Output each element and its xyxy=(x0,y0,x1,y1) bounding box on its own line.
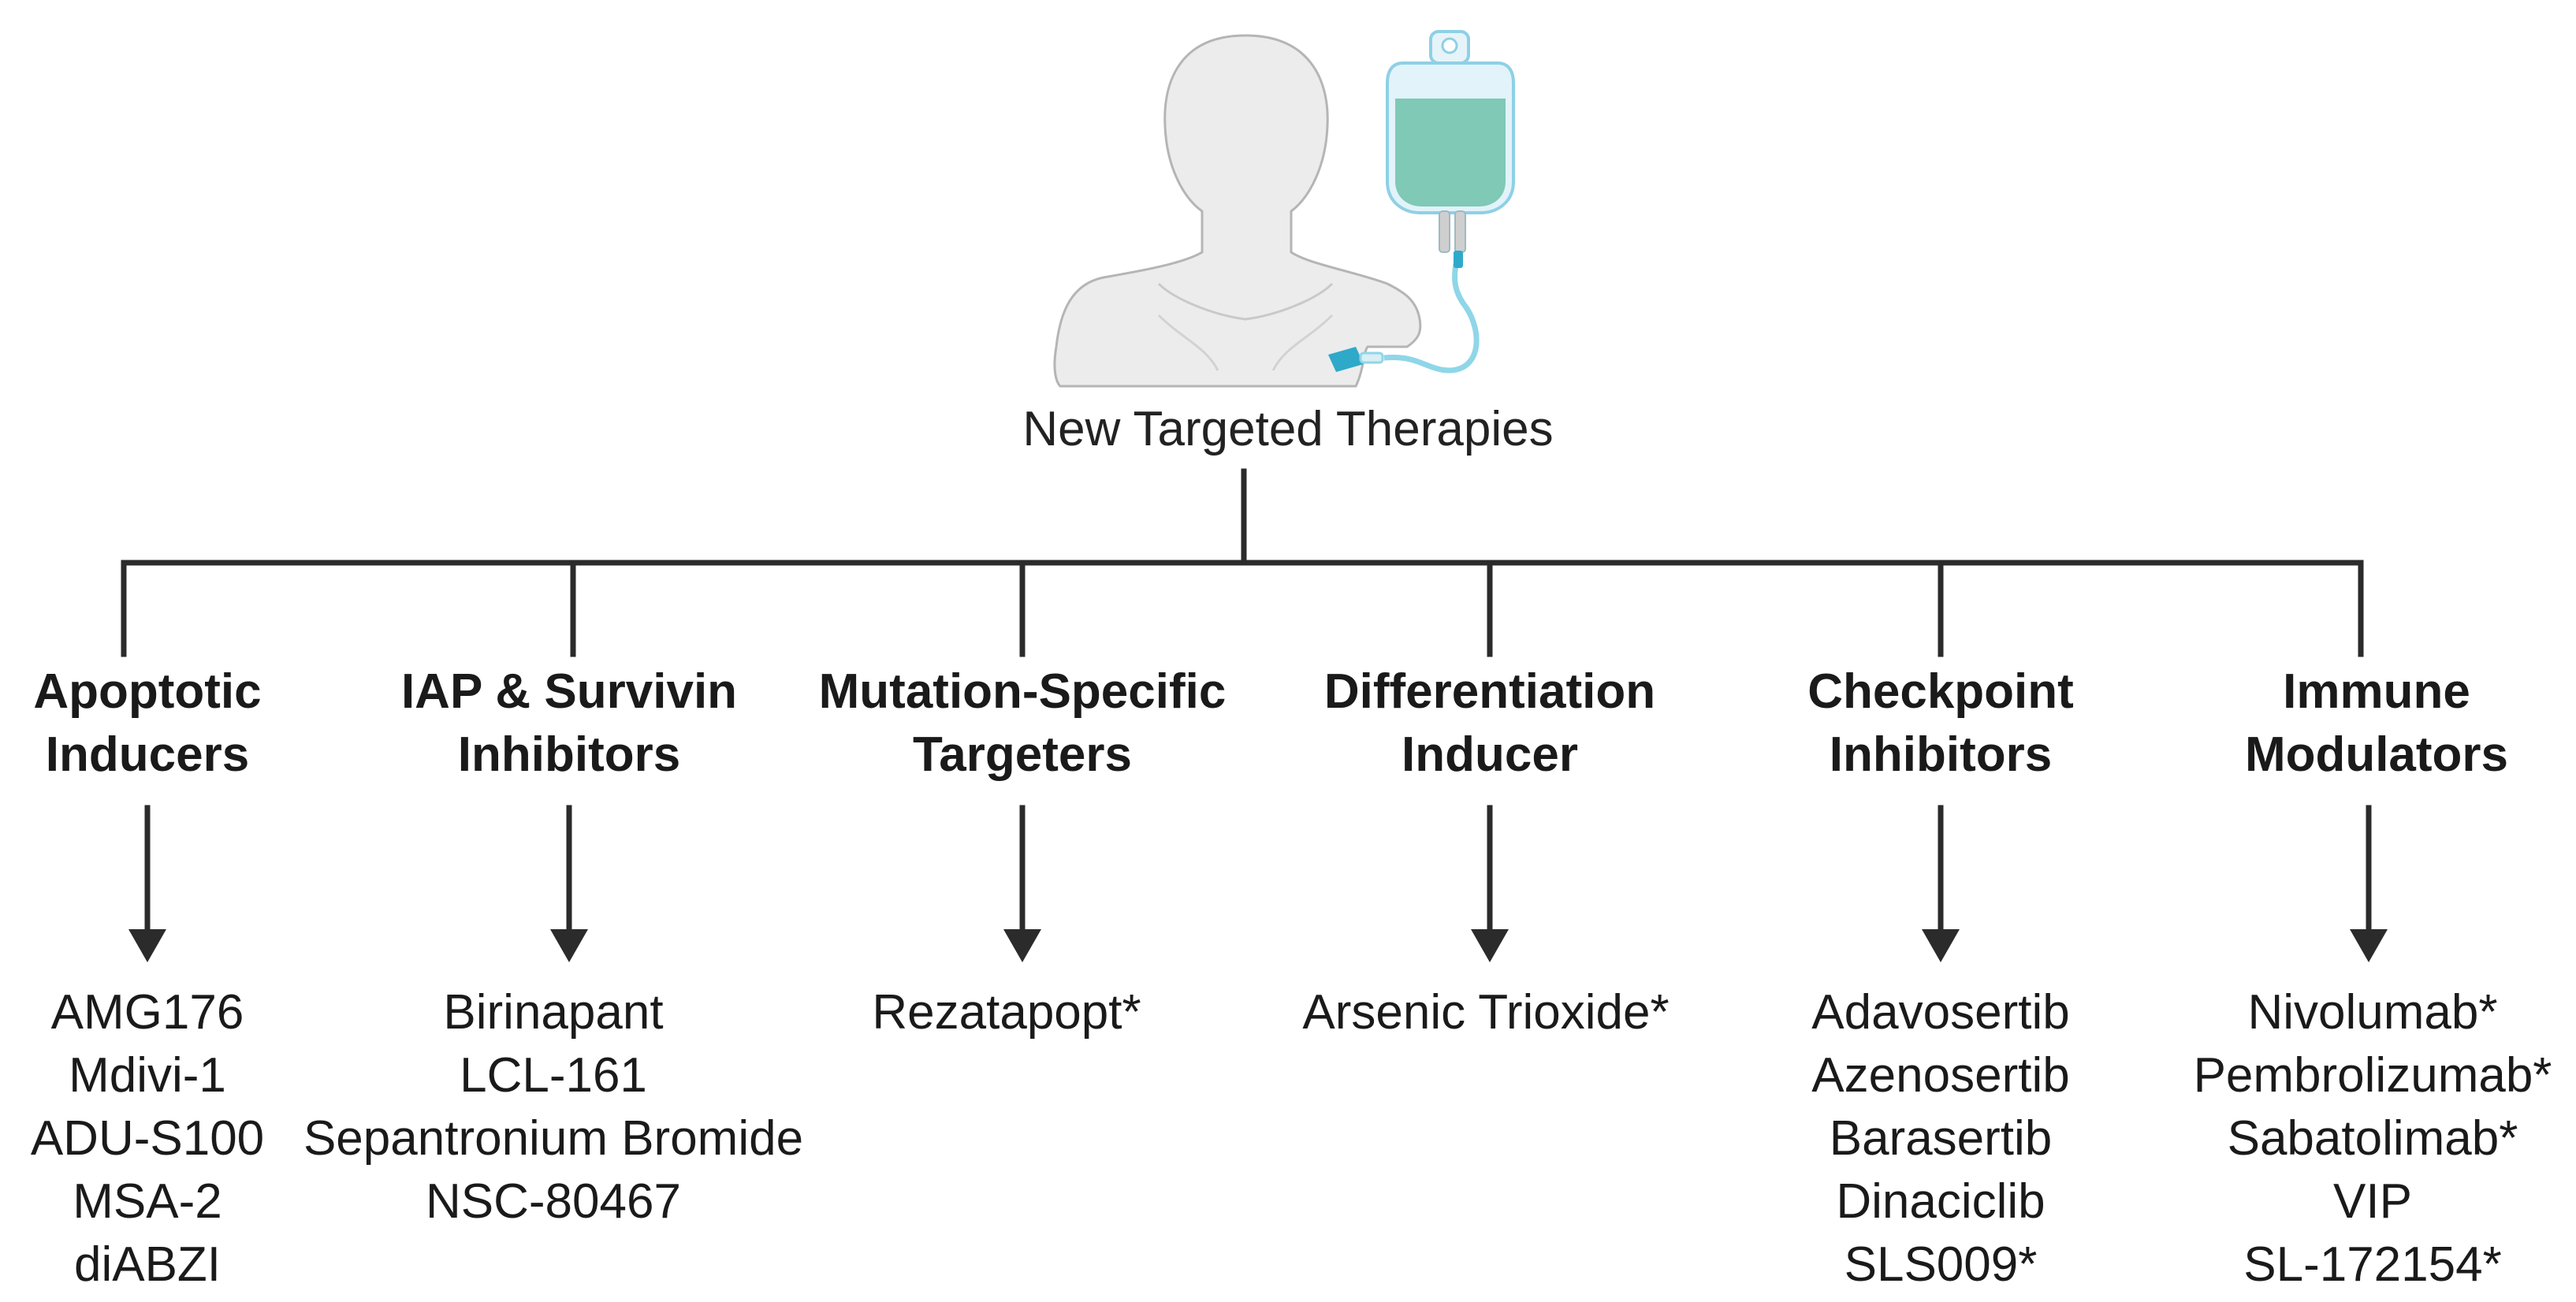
drug-item: MSA-2 xyxy=(73,1174,222,1229)
drug-list-checkpoint-inhibitors: Adavosertib Azenosertib Barasertib Dinac… xyxy=(1811,981,2069,1296)
drug-item: SLS009* xyxy=(1844,1237,2038,1292)
drug-item: Sepantronium Bromide xyxy=(303,1111,804,1166)
drug-list-differentiation-inducer: Arsenic Trioxide* xyxy=(1302,981,1669,1044)
iv-bag-icon xyxy=(1386,30,1515,268)
drug-item: Nivolumab* xyxy=(2247,985,2498,1040)
arrow-head-icon xyxy=(550,929,588,962)
drug-item: diABZI xyxy=(73,1237,221,1292)
drug-item: VIP xyxy=(2333,1174,2412,1229)
drug-item: Azenosertib xyxy=(1811,1048,2070,1103)
drug-item: Barasertib xyxy=(1829,1111,2053,1166)
drug-list-iap-survivin-inhibitors: Birinapant LCL-161 Sepantronium Bromide … xyxy=(303,981,803,1233)
drug-item: Birinapant xyxy=(443,985,664,1040)
drug-list-immune-modulators: Nivolumab* Pembrolizumab* Sabatolimab* V… xyxy=(2194,981,2552,1296)
arrow-head-icon xyxy=(1922,929,1960,962)
drug-item: ADU-S100 xyxy=(30,1111,265,1166)
drug-item: Rezatapopt* xyxy=(872,985,1141,1040)
drug-item: SL-172154* xyxy=(2243,1237,2502,1292)
drug-item: LCL-161 xyxy=(460,1048,647,1103)
patient-silhouette-icon xyxy=(1053,34,1422,388)
drug-list-apoptotic-inducers: AMG176 Mdivi-1 ADU-S100 MSA-2 diABZI xyxy=(31,981,264,1296)
arrow-head-icon xyxy=(2350,929,2388,962)
drug-item: Dinaciclib xyxy=(1836,1174,2046,1229)
drug-item: AMG176 xyxy=(50,985,244,1040)
drug-item: Adavosertib xyxy=(1811,985,2070,1040)
drug-item: Sabatolimab* xyxy=(2227,1111,2518,1166)
arrow-head-icon xyxy=(1003,929,1041,962)
drug-item: Arsenic Trioxide* xyxy=(1302,985,1670,1040)
drug-item: NSC-80467 xyxy=(426,1174,681,1229)
root-node-label: New Targeted Therapies xyxy=(1022,402,1554,456)
arrow-head-icon xyxy=(1471,929,1509,962)
drug-list-mutation-specific-targeters: Rezatapopt* xyxy=(872,981,1141,1044)
arrow-head-icon xyxy=(128,929,166,962)
iv-tube xyxy=(1383,251,1480,374)
drug-item: Pembrolizumab* xyxy=(2193,1048,2552,1103)
iv-needle-icon xyxy=(1328,347,1384,372)
drug-item: Mdivi-1 xyxy=(69,1048,226,1103)
